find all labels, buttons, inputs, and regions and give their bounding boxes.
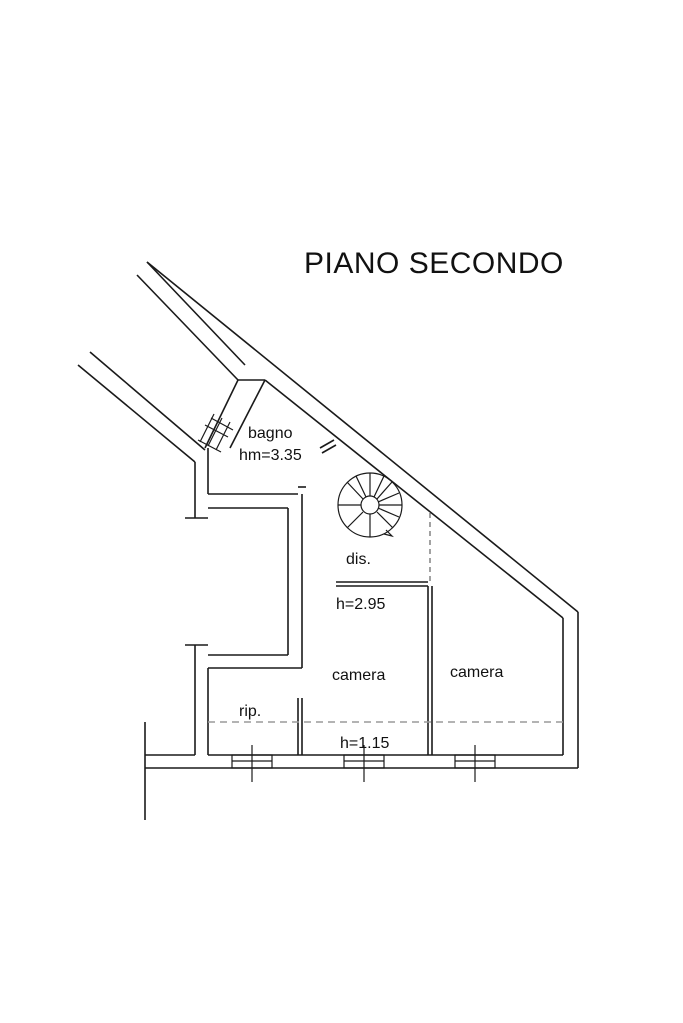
window-bagno [197,413,234,453]
internal-walls [185,439,433,755]
room-label-dis: dis. [346,551,371,568]
spiral-staircase-icon [337,472,403,538]
room-label-rip: rip. [239,703,261,720]
window-left [231,745,273,782]
room-height-bagno: hm=3.35 [239,447,302,464]
window-right [454,745,496,782]
plan-title: PIANO SECONDO [304,247,564,280]
outer-walls [77,261,579,820]
room-label-bagno: bagno [248,425,293,442]
windows [197,413,496,782]
window-center [343,745,385,782]
room-height-camera-center: h=2.95 [336,596,385,613]
room-label-camera-right: camera [450,664,503,681]
room-label-camera-center: camera [332,667,385,684]
room-height-low: h=1.15 [340,735,389,752]
dashed-lines [208,513,563,723]
